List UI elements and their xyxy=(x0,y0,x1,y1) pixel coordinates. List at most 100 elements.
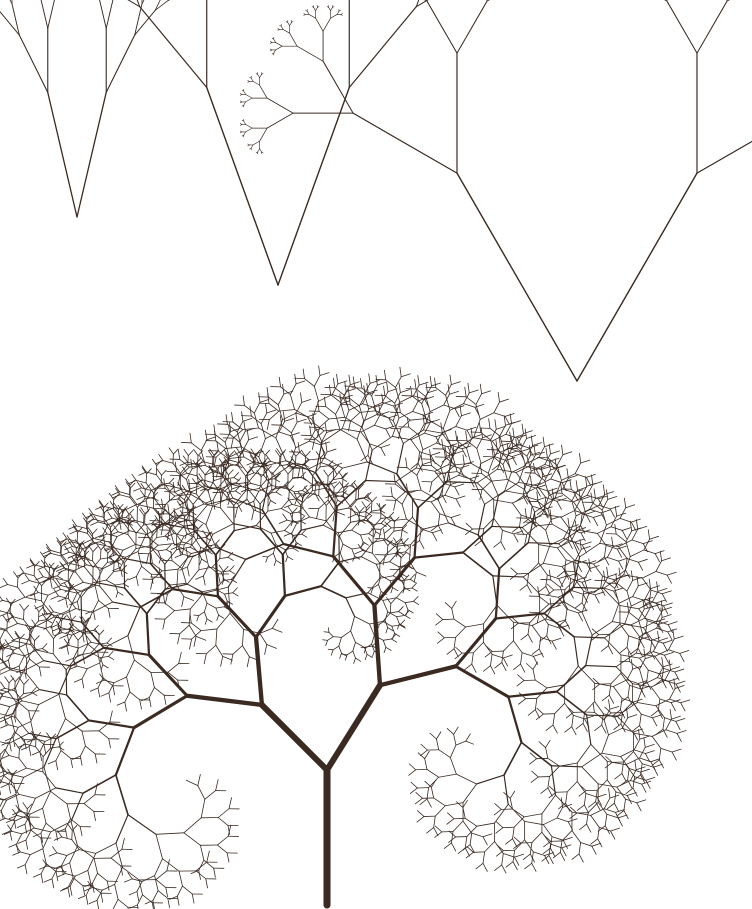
tree-branch xyxy=(30,808,43,814)
tree-branch xyxy=(242,646,249,657)
tree-branch xyxy=(288,556,293,559)
tree-branch xyxy=(565,727,572,733)
tree-branch xyxy=(537,708,544,714)
tree-branch xyxy=(465,387,466,397)
tree-branch xyxy=(40,752,42,761)
tree-branch xyxy=(92,561,100,571)
tree-branch xyxy=(88,528,92,534)
tree-branch xyxy=(29,747,31,756)
tree-branch xyxy=(198,786,205,800)
tree-branch xyxy=(93,529,98,534)
tree-branch xyxy=(384,370,385,380)
tree-branch xyxy=(296,441,310,448)
tree-branch xyxy=(450,404,464,411)
tree-branch xyxy=(68,540,72,546)
tree-branch xyxy=(640,714,642,725)
tree-branch xyxy=(103,535,105,544)
tree-branch xyxy=(297,46,323,61)
tree-branch xyxy=(156,871,167,880)
tree-branch xyxy=(56,788,83,793)
tree-branch xyxy=(89,900,97,903)
tree-branch xyxy=(83,513,87,519)
tree-branch xyxy=(83,586,96,592)
tree-branch xyxy=(437,638,444,644)
tree-branch xyxy=(204,612,207,619)
tree-branch xyxy=(67,536,71,542)
tree-branch xyxy=(526,664,533,670)
tree-branch xyxy=(3,578,7,584)
tree-branch xyxy=(244,132,246,135)
tree-branch xyxy=(463,553,493,576)
tree-branch xyxy=(179,652,182,663)
tree-branch xyxy=(510,432,511,442)
tree-branch xyxy=(470,476,479,479)
tree-branch xyxy=(214,478,223,481)
tree-branch xyxy=(265,644,267,654)
tree-branch xyxy=(70,846,78,863)
tree-branch xyxy=(30,849,43,855)
tree-branch xyxy=(601,646,608,652)
tree-branch xyxy=(543,563,562,566)
tree-branch xyxy=(20,852,30,855)
tree-branch xyxy=(626,542,630,557)
tree-branch xyxy=(25,865,27,874)
tree-branch xyxy=(622,530,626,538)
tree-branch xyxy=(551,451,560,454)
tree-branch xyxy=(383,555,385,565)
tree-branch xyxy=(260,633,267,644)
tree-branch xyxy=(456,416,462,427)
tree-branch xyxy=(217,836,228,845)
tree-branch xyxy=(168,663,179,672)
tree-branch xyxy=(381,448,385,456)
tree-branch xyxy=(151,673,154,688)
tree-branch xyxy=(343,486,351,487)
tree-branch xyxy=(217,845,227,853)
tree-branch xyxy=(549,444,550,454)
tree-branch xyxy=(20,604,24,610)
tree-branch xyxy=(70,531,78,534)
tree-branch xyxy=(282,425,292,433)
tree-branch xyxy=(89,720,134,727)
tree-branch xyxy=(427,1,457,53)
tree-branch xyxy=(409,427,419,435)
tree-branch xyxy=(476,404,480,419)
tree-branch xyxy=(94,539,110,543)
tree-branch xyxy=(647,670,649,681)
tree-branch xyxy=(274,39,276,42)
tree-branch xyxy=(57,863,70,869)
tree-branch xyxy=(304,14,306,15)
tree-branch xyxy=(663,607,672,610)
tree-branch xyxy=(203,576,205,585)
tree-branch xyxy=(595,592,604,595)
tree-branch xyxy=(101,893,103,902)
tree-branch xyxy=(108,608,110,617)
tree-branch xyxy=(384,528,391,534)
tree-branch xyxy=(360,534,368,535)
tree-branch xyxy=(602,510,606,525)
tree-branch xyxy=(199,870,201,879)
tree-branch xyxy=(186,780,197,785)
tree-branch xyxy=(627,636,629,647)
tree-branch xyxy=(137,905,139,909)
tree-branch xyxy=(528,512,534,542)
tree-branch xyxy=(25,855,30,865)
tree-branch xyxy=(293,548,298,551)
tree-branch xyxy=(531,436,532,446)
tree-branch xyxy=(375,425,386,429)
tree-branch xyxy=(226,415,227,425)
tree-branch xyxy=(234,473,239,478)
tree-branch xyxy=(415,553,463,558)
tree-branch xyxy=(521,653,523,664)
tree-branch xyxy=(52,879,54,888)
tree-branch xyxy=(118,899,128,907)
tree-branch xyxy=(184,818,201,833)
tree-branch xyxy=(503,655,512,658)
tree-branch xyxy=(339,637,342,646)
tree-branch xyxy=(329,385,330,395)
tree-branch xyxy=(381,445,390,448)
tree-branch xyxy=(443,410,450,428)
tree-branch xyxy=(466,624,484,627)
tree-branch xyxy=(591,475,592,485)
tree-branch xyxy=(72,840,80,850)
tree-branch xyxy=(242,412,243,422)
